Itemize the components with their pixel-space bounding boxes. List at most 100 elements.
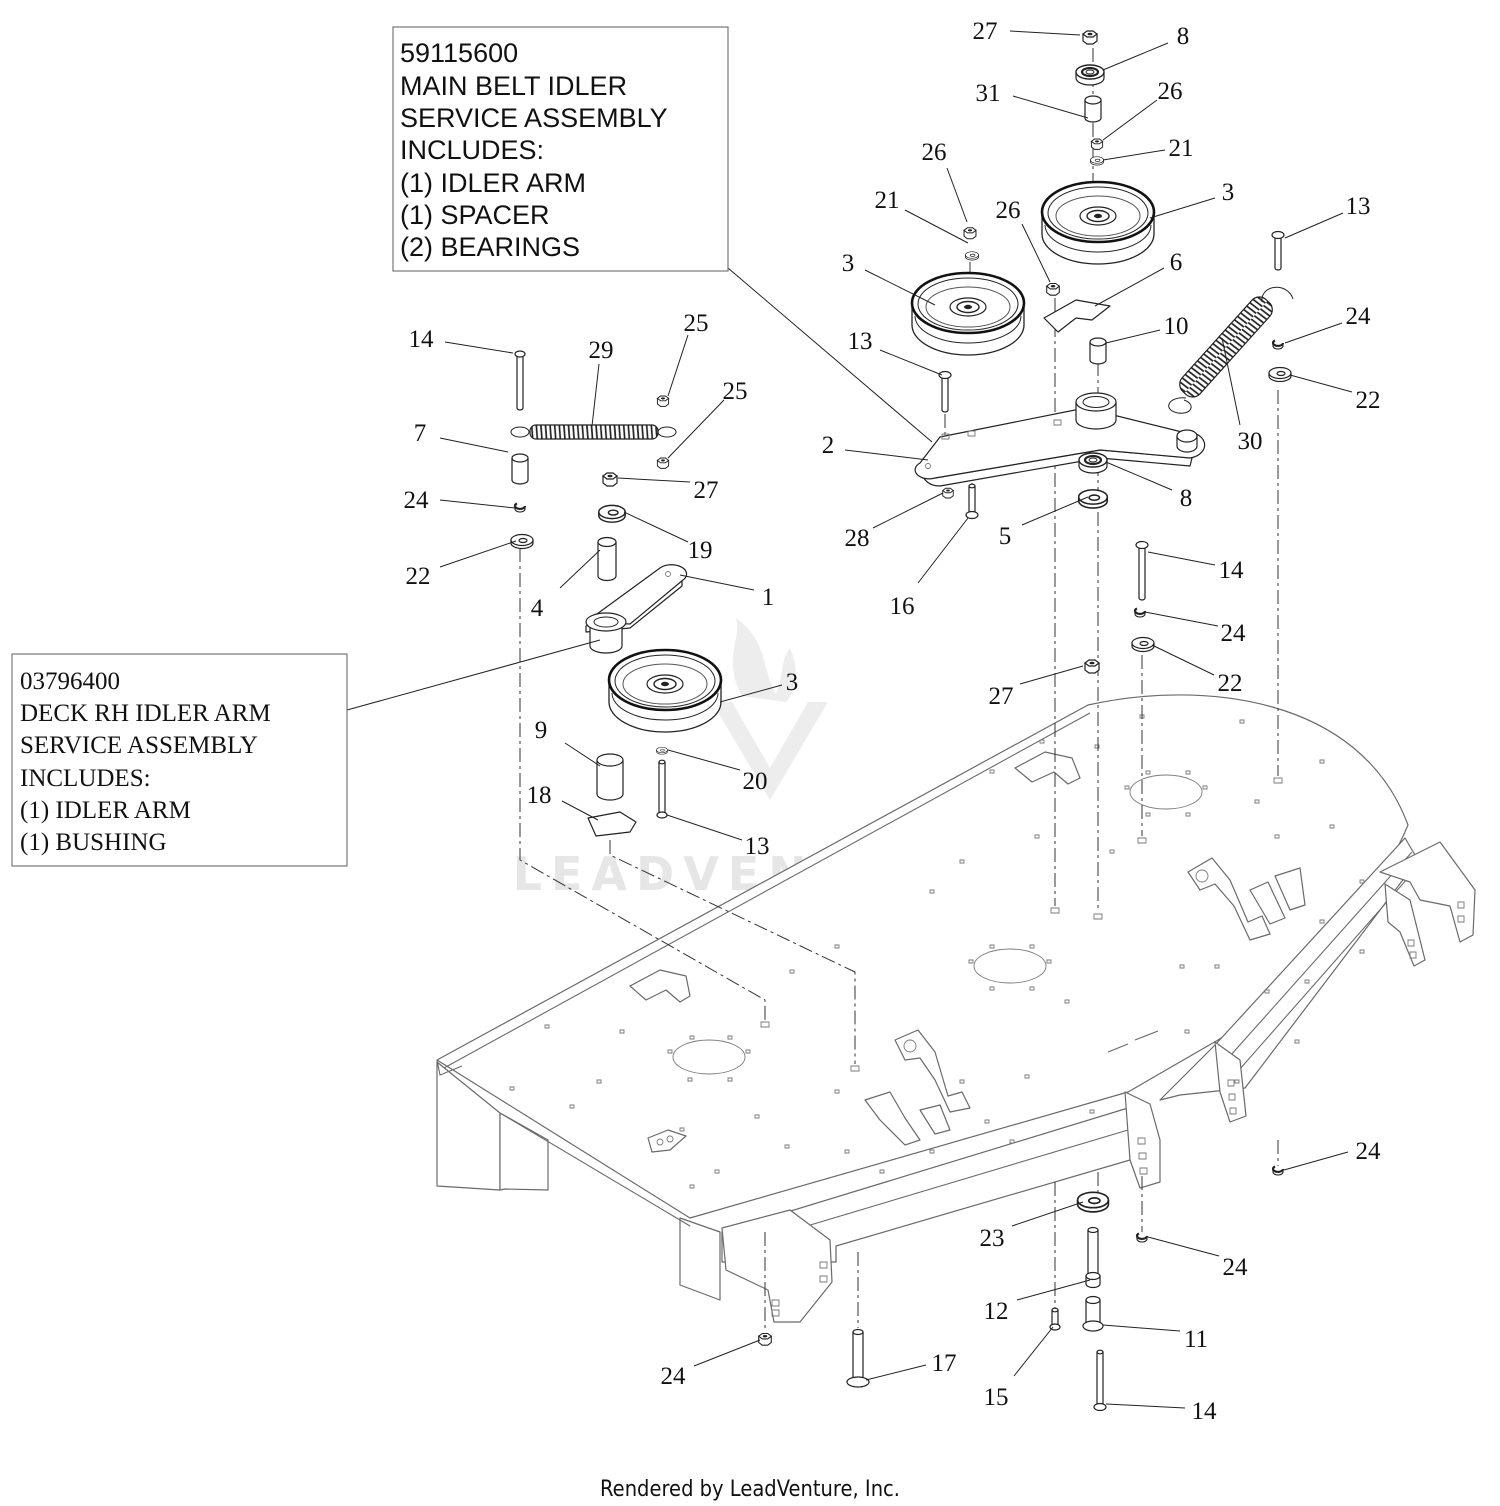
callout: 2	[822, 432, 929, 461]
callout-number: 9	[535, 717, 548, 744]
callout: 31	[976, 80, 1089, 119]
box-line: INCLUDES:	[20, 765, 151, 792]
callout-number: 24	[1356, 1138, 1382, 1165]
box-line: (1) SPACER	[400, 200, 550, 230]
callout-number: 24	[404, 487, 430, 514]
callout-number: 3	[786, 669, 799, 696]
callout-number: 13	[1346, 193, 1371, 220]
leader-line	[1102, 42, 1169, 71]
callout: 28	[845, 492, 944, 552]
callout-number: 17	[932, 1350, 957, 1377]
nut-25-lower	[656, 457, 670, 469]
box-line: SERVICE ASSEMBLY	[20, 732, 258, 759]
callout: 1	[679, 574, 774, 611]
leader-line	[1144, 611, 1219, 627]
leader-line	[1094, 267, 1165, 307]
leader-line	[1289, 374, 1353, 393]
callout-number: 26	[1158, 78, 1183, 105]
leader-line	[1021, 223, 1051, 283]
callout-number: 20	[743, 768, 768, 795]
callout: 21	[875, 187, 969, 244]
nut-28	[942, 487, 954, 499]
callout-number: 22	[1218, 670, 1243, 697]
leader-line	[591, 363, 600, 427]
service-box-frame	[392, 26, 729, 272]
leader-line	[667, 399, 725, 459]
callout-number: 25	[684, 310, 709, 337]
leader-line	[439, 437, 509, 453]
bolt-16	[965, 483, 979, 520]
spring-30	[1168, 286, 1294, 414]
leader-line	[1012, 95, 1089, 119]
main-belt-idler-assembly	[910, 30, 1294, 674]
callout-number: 10	[1164, 313, 1189, 340]
part-number: 03796400	[20, 668, 120, 695]
callout: 6	[1094, 249, 1183, 307]
leader-line	[1021, 496, 1089, 526]
leader-line	[1011, 1201, 1084, 1227]
callout-number: 27	[989, 683, 1014, 710]
nut-26-top	[1090, 138, 1104, 150]
leader-line	[1102, 1324, 1181, 1332]
leader-line	[864, 269, 936, 306]
callout: 9	[535, 717, 601, 767]
clip-24-lower-mid	[1135, 1232, 1149, 1244]
callout-number: 19	[688, 537, 713, 564]
callout-number: 14	[1192, 1398, 1218, 1425]
callout: 27	[973, 18, 1081, 45]
callout-number: 3	[1222, 179, 1235, 206]
leader-line	[917, 517, 969, 584]
callout: 24	[1144, 611, 1246, 647]
bearing-8-lower	[1077, 451, 1109, 475]
leader-line	[1151, 644, 1215, 676]
nut-24-lower-left	[758, 1332, 772, 1346]
callout-number: 31	[976, 80, 1001, 107]
leader-line	[623, 511, 689, 543]
callout-number: 24	[1223, 1254, 1249, 1281]
idler-arm-1	[585, 564, 688, 654]
leader-line	[946, 167, 968, 223]
callout: 24	[1147, 1236, 1249, 1281]
nut-27-mid	[1084, 659, 1100, 674]
box-line: (1) IDLER ARM	[400, 168, 586, 198]
nut-26-left	[963, 227, 977, 240]
callout: 25	[667, 378, 748, 459]
leader-line	[346, 639, 601, 711]
callout: 23	[980, 1201, 1084, 1252]
leader-line	[439, 499, 516, 509]
callout-number: 8	[1180, 485, 1193, 512]
pulley-3-left	[607, 648, 723, 734]
callout-number: 11	[1184, 1326, 1208, 1353]
bracket-6	[1043, 299, 1111, 333]
callout-number: 8	[1177, 23, 1190, 50]
leader-line	[1284, 322, 1343, 344]
callout: 18	[527, 782, 599, 821]
callout: 4	[531, 549, 601, 622]
callout: 29	[589, 337, 614, 427]
box-line: (1) IDLER ARM	[20, 797, 191, 824]
box-line: (2) BEARINGS	[400, 232, 580, 262]
leader-line	[444, 341, 514, 354]
callout-number: 3	[842, 250, 855, 277]
part-number: 59115600	[400, 38, 518, 68]
callout-number: 22	[406, 563, 431, 590]
leader-line	[693, 1339, 761, 1367]
washer-20	[656, 746, 668, 755]
leader-line	[719, 684, 783, 703]
callout: 13	[848, 328, 943, 376]
pin-17	[846, 1328, 870, 1388]
leader-line	[727, 267, 933, 443]
callout-number: 26	[996, 197, 1021, 224]
callout: 12	[984, 1279, 1091, 1325]
callout: 22	[1151, 644, 1243, 697]
callout-number: 6	[1170, 249, 1183, 276]
leader-line	[1147, 551, 1216, 566]
idler-arm-2	[914, 392, 1206, 487]
callout: 11	[1102, 1324, 1208, 1353]
callout-number: 28	[845, 525, 870, 552]
leader-line	[1283, 1151, 1349, 1171]
washer-21-left	[965, 251, 979, 261]
bolt-13-left	[656, 759, 668, 819]
callout: 14	[1147, 551, 1244, 584]
leader-line	[1221, 337, 1241, 426]
